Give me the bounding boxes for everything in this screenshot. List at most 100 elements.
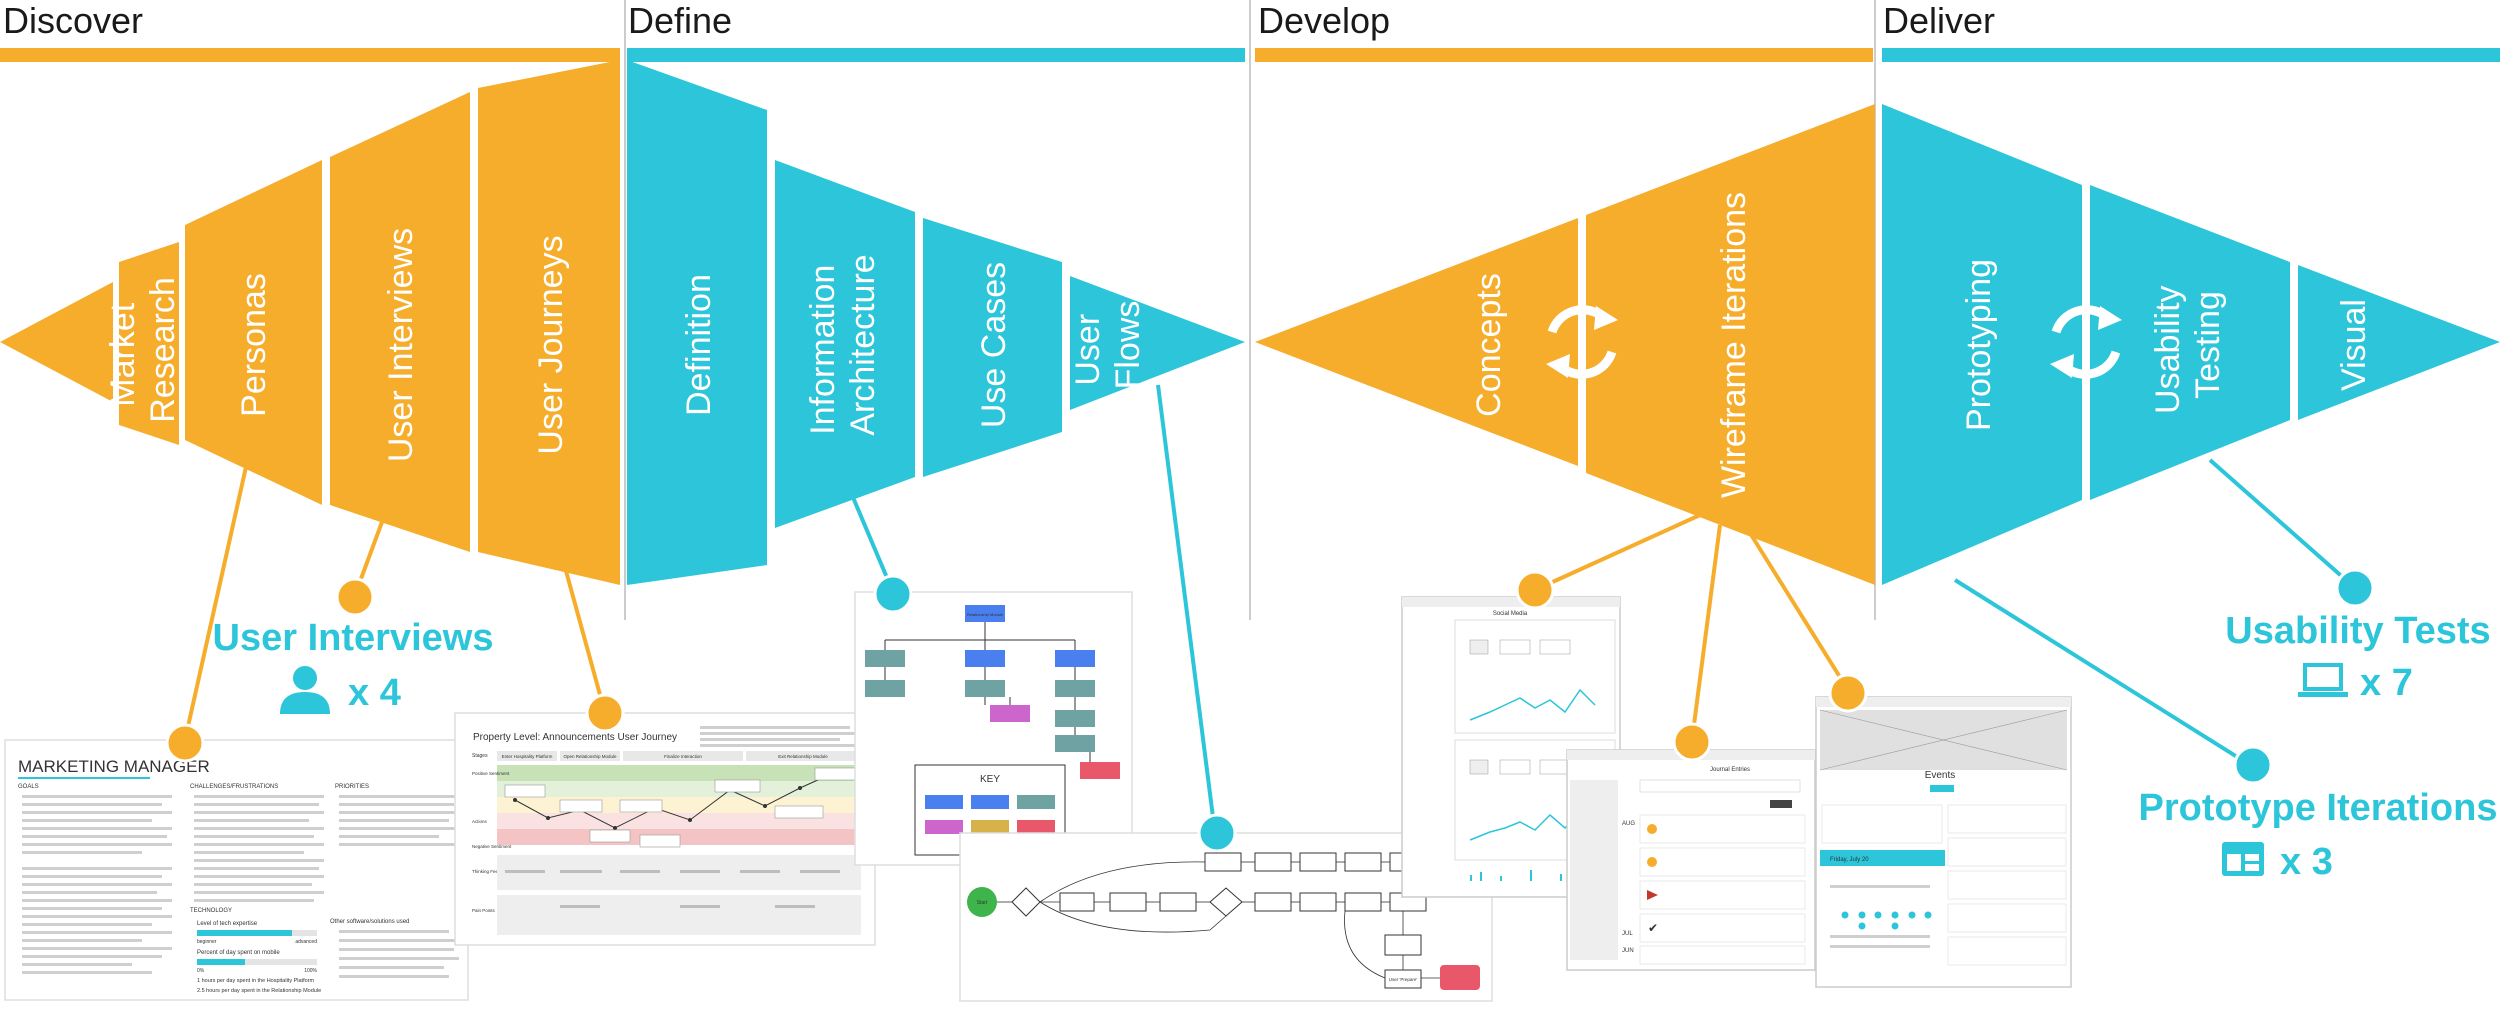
label-usability-testing: Usability Testing — [2149, 276, 2227, 414]
svg-text:100%: 100% — [304, 968, 317, 974]
segment-prototyping — [1882, 104, 2082, 585]
label-user-journeys: User Journeys — [532, 235, 570, 454]
segment-usability-testing — [2090, 185, 2290, 500]
wire3-header: Events — [1925, 770, 1956, 781]
ia-root: Relationship Module — [967, 612, 1004, 617]
stat-usability-tests-label: Usability Tests — [2225, 610, 2490, 652]
label-use-cases: Use Cases — [975, 262, 1013, 428]
phase-bar-discover — [0, 48, 620, 62]
persona-title: MARKETING MANAGER — [18, 757, 210, 776]
wire1-header: Social Media — [1493, 611, 1528, 617]
persona-tech-heading: TECHNOLOGY — [190, 908, 232, 914]
flow-end-node — [1440, 965, 1480, 990]
journey-title: Property Level: Announcements User Journ… — [473, 732, 677, 743]
svg-text:Start: Start — [977, 900, 988, 906]
svg-text:JUL: JUL — [1622, 931, 1633, 937]
persona-challenges-heading: CHALLENGES/FRUSTRATIONS — [190, 784, 278, 790]
funnel-deliver — [1882, 104, 2500, 585]
wireframe-journal-entries: Journal Entries AUG JUL JUN ✔ — [1566, 749, 1816, 971]
label-definition: Definition — [680, 274, 718, 416]
stat-user-interviews-label: User Interviews — [213, 617, 494, 659]
label-visual: Visual — [2335, 299, 2373, 391]
svg-text:2.5 hours per day spent in the: 2.5 hours per day spent in the Relations… — [197, 988, 321, 994]
phase-title-deliver: Deliver — [1883, 0, 1995, 41]
svg-text:Stages: Stages — [472, 753, 488, 759]
stat-user-interviews: User Interviews x 4 — [213, 617, 494, 714]
connector-dot — [585, 693, 625, 733]
connector-dot — [1515, 570, 1555, 610]
phase-title-define: Define — [628, 0, 732, 41]
selected-date-bar — [1820, 850, 1945, 866]
segment-information-architecture — [775, 160, 915, 528]
svg-text:beginner: beginner — [197, 939, 217, 945]
label-information-architecture: Information Architecture — [804, 254, 882, 435]
label-user-flows: User Flows — [1069, 301, 1147, 390]
segment-user-interviews — [330, 92, 470, 552]
persona-priorities-heading: PRIORITIES — [335, 784, 369, 790]
connector-dot — [873, 574, 913, 614]
svg-text:Actions: Actions — [472, 819, 488, 824]
connector-dot — [335, 577, 375, 617]
svg-text:Finalize Interaction: Finalize Interaction — [664, 754, 702, 759]
funnel-define — [627, 60, 1245, 585]
segment-visual — [2298, 265, 2500, 420]
svg-text:advanced: advanced — [295, 939, 317, 945]
funnel-discover — [0, 60, 620, 585]
svg-text:Enter Hospitality Platform: Enter Hospitality Platform — [502, 754, 553, 759]
label-user-interviews: User Interviews — [382, 228, 420, 462]
wireframe-events: Events Friday, July 20 — [1815, 696, 2072, 988]
phase-bar-define — [627, 48, 1245, 62]
phase-bar-deliver — [1882, 48, 2500, 62]
label-prototyping: Prototyping — [1960, 259, 1998, 431]
segment-user-journeys — [478, 60, 620, 585]
persona-artifact: MARKETING MANAGER GOALS CHALLENGES/FRUST… — [4, 739, 469, 1001]
tech-level-bar — [197, 930, 292, 936]
connector-dot — [2335, 568, 2375, 608]
stat-usability-tests-count: x 7 — [2360, 662, 2413, 704]
segment-wireframe-iterations — [1586, 104, 1875, 585]
svg-text:AUG: AUG — [1622, 821, 1635, 827]
stat-prototype-iterations-count: x 3 — [2280, 841, 2333, 883]
segment-market-research — [0, 282, 113, 402]
label-market-research: Market Research — [104, 277, 182, 423]
ia-key-title: KEY — [980, 774, 1000, 785]
svg-text:Thinking Feeling: Thinking Feeling — [472, 869, 506, 874]
segment-personas — [185, 160, 322, 505]
wireframe-social-media: Social Media — [1401, 596, 1621, 898]
label-wireframe-iterations: Wireframe Iterations — [1715, 192, 1753, 498]
svg-text:JUN: JUN — [1622, 948, 1634, 954]
label-concepts: Concepts — [1470, 273, 1508, 417]
phase-title-discover: Discover — [3, 0, 143, 41]
segment-use-cases — [923, 218, 1062, 477]
check-icon: ✔ — [1648, 921, 1658, 935]
stat-prototype-iterations-label: Prototype Iterations — [2139, 787, 2498, 829]
funnel-develop — [1255, 104, 1875, 585]
stat-usability-tests: Usability Tests x 7 — [2225, 610, 2490, 704]
svg-text:User 'Prepare': User 'Prepare' — [1389, 977, 1418, 982]
phase-bar-develop — [1255, 48, 1873, 62]
svg-text:Pain Points: Pain Points — [472, 908, 496, 913]
svg-text:Other software/solutions used: Other software/solutions used — [330, 919, 409, 925]
layout-icon — [2222, 842, 2264, 876]
segment-definition — [627, 60, 767, 585]
journey-map-artifact: Property Level: Announcements User Journ… — [454, 712, 876, 946]
connector-dot — [1828, 673, 1868, 713]
flow-start-node — [967, 887, 997, 917]
svg-text:Percent of day spent on mobile: Percent of day spent on mobile — [197, 950, 280, 956]
label-personas: Personas — [235, 273, 273, 417]
persona-goals-heading: GOALS — [18, 784, 39, 790]
person-icon — [280, 666, 330, 714]
stat-user-interviews-count: x 4 — [348, 672, 401, 714]
phase-title-develop: Develop — [1258, 0, 1390, 41]
connector-dot — [2233, 745, 2273, 785]
connector-dot — [165, 723, 205, 763]
stat-prototype-iterations: Prototype Iterations x 3 — [2139, 787, 2498, 883]
segment-user-flows — [1070, 276, 1245, 410]
connector-dot — [1672, 722, 1712, 762]
svg-text:Exit Relationship Module: Exit Relationship Module — [778, 754, 828, 759]
svg-text:1 hours per day spent in the H: 1 hours per day spent in the Hospitality… — [197, 978, 315, 984]
laptop-icon — [2298, 663, 2348, 697]
segment-concepts — [1255, 218, 1578, 466]
ia-artifact: Relationship Module KEY — [854, 591, 1133, 866]
